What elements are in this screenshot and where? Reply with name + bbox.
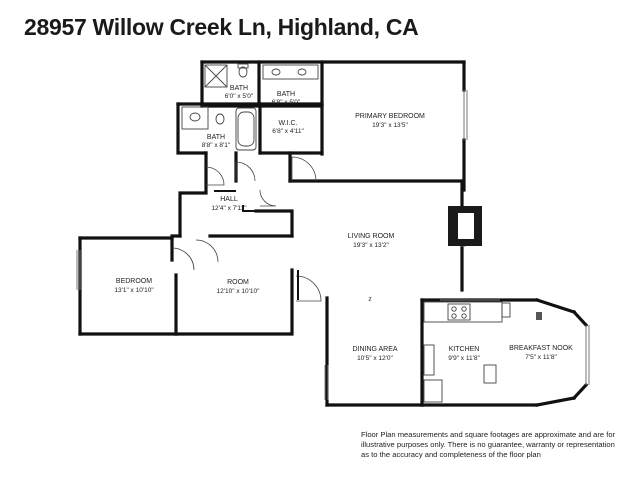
dims-bath-1: 6'0" x 5'0"	[225, 93, 254, 100]
fixtures	[181, 63, 542, 403]
dims-breakfast-nook: 7'5" x 11'8"	[525, 354, 557, 361]
label-dining-area: DINING AREA	[352, 346, 397, 353]
dims-dining-area: 10'5" x 12'0"	[357, 355, 393, 362]
toilet-3	[215, 113, 225, 125]
door-arc-room	[195, 239, 219, 263]
label-living-room: LIVING ROOM	[348, 233, 395, 240]
label-kitchen: KITCHEN	[449, 346, 480, 353]
disclaimer-line: Floor Plan measurements and square foota…	[361, 430, 616, 439]
label-bath-2: BATH	[277, 91, 295, 98]
door-arc-hall-top	[235, 161, 256, 182]
dims-wic: 6'8" x 4'11"	[272, 128, 304, 135]
label-bath-1: BATH	[230, 85, 248, 92]
door-arc-bedroom	[171, 247, 195, 271]
dims-bath-3: 8'8" x 8'1"	[202, 142, 231, 149]
door-arc-hall-left	[205, 166, 225, 186]
dims-kitchen: 9'9" x 11'8"	[448, 355, 480, 362]
toilet-1	[238, 66, 248, 78]
partitions	[214, 190, 299, 300]
door-arc-living	[295, 275, 322, 302]
label-bedroom: BEDROOM	[116, 278, 152, 285]
label-wic: W.I.C.	[278, 120, 297, 127]
disclaimer-line: as to the accuracy and completeness of t…	[361, 450, 541, 459]
dims-living-room: 19'3" x 13'2"	[353, 242, 389, 249]
vanity-2	[262, 64, 319, 80]
fridge	[423, 379, 443, 403]
door-arc-primary	[291, 156, 317, 182]
disclaimer: Floor Plan measurements and square foota…	[361, 430, 631, 460]
walls	[78, 60, 589, 407]
dims-bedroom: 13'1" x 10'10"	[114, 287, 154, 294]
kitchen-island	[423, 344, 435, 376]
label-primary-bedroom: PRIMARY BEDROOM	[355, 113, 425, 120]
windows	[76, 90, 590, 400]
kitchen-counter	[423, 301, 503, 323]
disclaimer-line: illustrative purposes only. There is no …	[361, 440, 615, 449]
dims-room: 12'10" x 10'10"	[217, 288, 261, 295]
vanity-3	[181, 106, 209, 130]
room-labels: BATH 6'0" x 5'0" BATH 6'8" x 5'0" PRIMAR…	[114, 85, 573, 362]
doors	[171, 156, 322, 302]
dims-primary-bedroom: 19'3" x 13'5"	[372, 122, 408, 129]
label-hall: HALL	[220, 196, 238, 203]
page-title: 28957 Willow Creek Ln, Highland, CA	[24, 14, 419, 40]
label-breakfast-nook: BREAKFAST NOOK	[509, 345, 573, 352]
shower-stall-1	[204, 64, 228, 88]
dims-bath-2: 6'8" x 5'0"	[272, 99, 301, 106]
dims-hall: 12'4" x 7'11"	[211, 205, 247, 212]
tub	[235, 107, 257, 151]
label-room: ROOM	[227, 279, 249, 286]
door-arc-hall-right	[259, 189, 277, 207]
label-bath-3: BATH	[207, 134, 225, 141]
compass-marker: z	[368, 296, 371, 303]
